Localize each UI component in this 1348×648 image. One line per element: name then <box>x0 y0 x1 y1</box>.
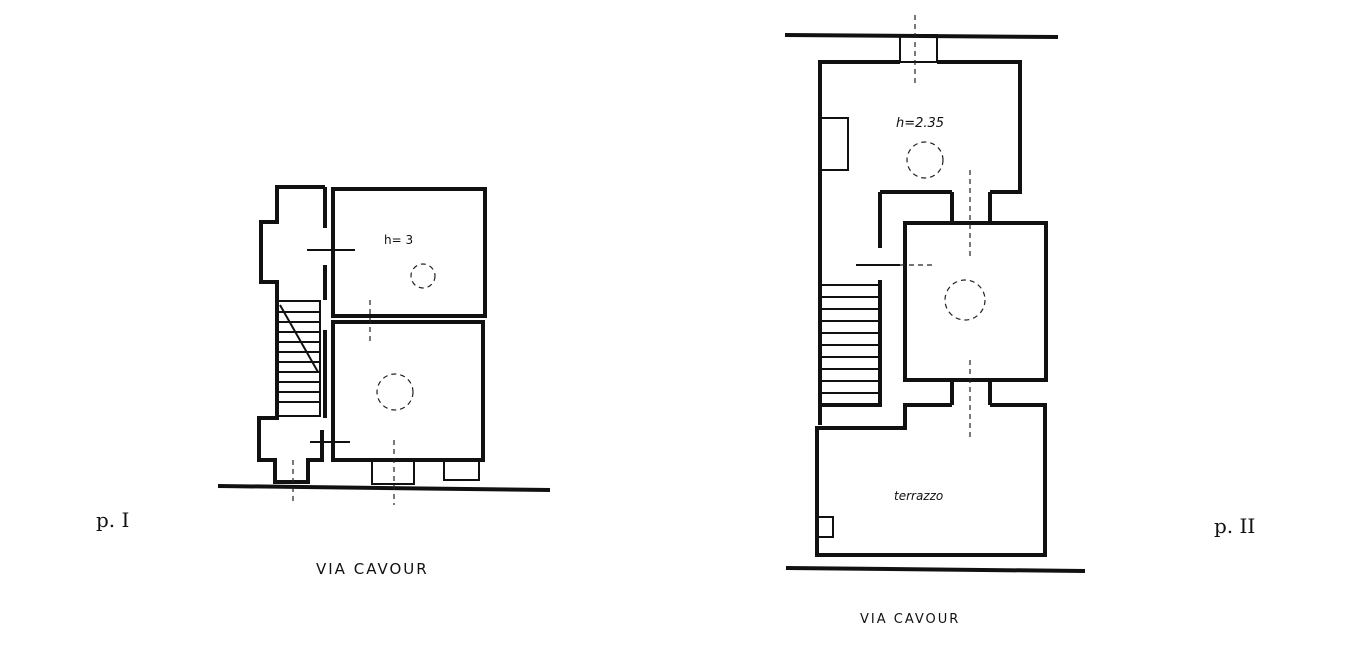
street-line <box>785 566 1086 573</box>
floor-label: p. II <box>1214 514 1256 538</box>
light-fixture <box>376 373 414 411</box>
terrace-walls <box>815 403 1047 557</box>
window <box>899 34 938 63</box>
door-jambs <box>950 192 992 405</box>
light-fixture <box>944 279 986 321</box>
street-label: VIA CAVOUR <box>860 612 961 627</box>
chimney <box>819 117 849 171</box>
plan-second-floor <box>784 15 1086 573</box>
staircase <box>819 284 881 406</box>
street-line <box>217 484 551 492</box>
window <box>371 459 415 485</box>
room-bottom <box>331 320 485 462</box>
room-height-label: h= 3 <box>384 233 414 247</box>
light-fixture <box>410 263 436 289</box>
upper-walls <box>818 60 1022 425</box>
street-label: VIA CAVOUR <box>316 560 429 578</box>
floor-label: p. I <box>96 508 130 532</box>
terrace-niche <box>816 516 834 538</box>
corridor-wall <box>257 185 325 484</box>
room-middle <box>903 221 1048 382</box>
staircase <box>276 300 321 417</box>
room-top <box>331 187 487 318</box>
light-fixture <box>906 141 944 179</box>
terrace-label: terrazzo <box>894 489 944 503</box>
room-height-label: h=2.35 <box>896 116 945 131</box>
window <box>443 459 480 481</box>
plan-first-floor <box>217 185 551 505</box>
